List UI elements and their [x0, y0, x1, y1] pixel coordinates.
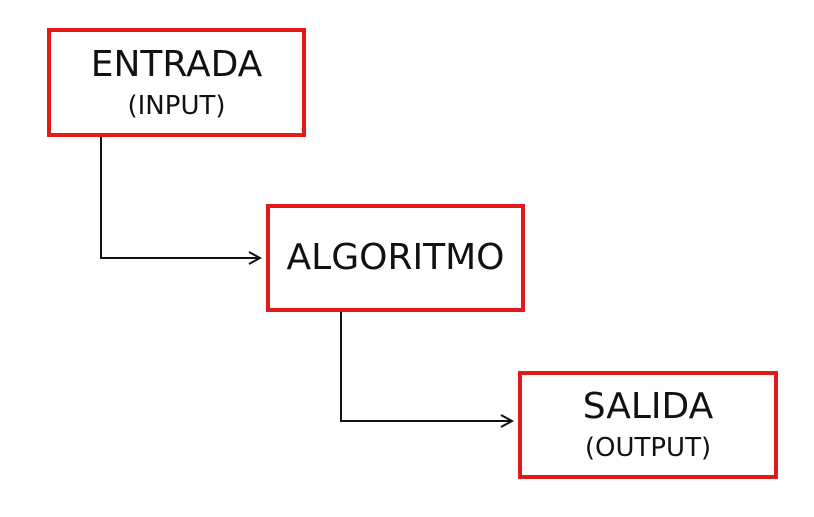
entrada-subtitle: (INPUT)	[127, 90, 226, 121]
connector-algoritmo-to-salida	[340, 312, 512, 421]
salida-box: SALIDA (OUTPUT)	[518, 371, 778, 479]
salida-title: SALIDA	[582, 386, 714, 427]
algoritmo-box: ALGORITMO	[266, 204, 525, 312]
entrada-box: ENTRADA (INPUT)	[47, 28, 306, 137]
entrada-title: ENTRADA	[90, 43, 263, 85]
salida-subtitle: (OUTPUT)	[584, 433, 712, 463]
connector-entrada-to-algoritmo	[100, 137, 260, 258]
algoritmo-title: ALGORITMO	[286, 237, 505, 278]
